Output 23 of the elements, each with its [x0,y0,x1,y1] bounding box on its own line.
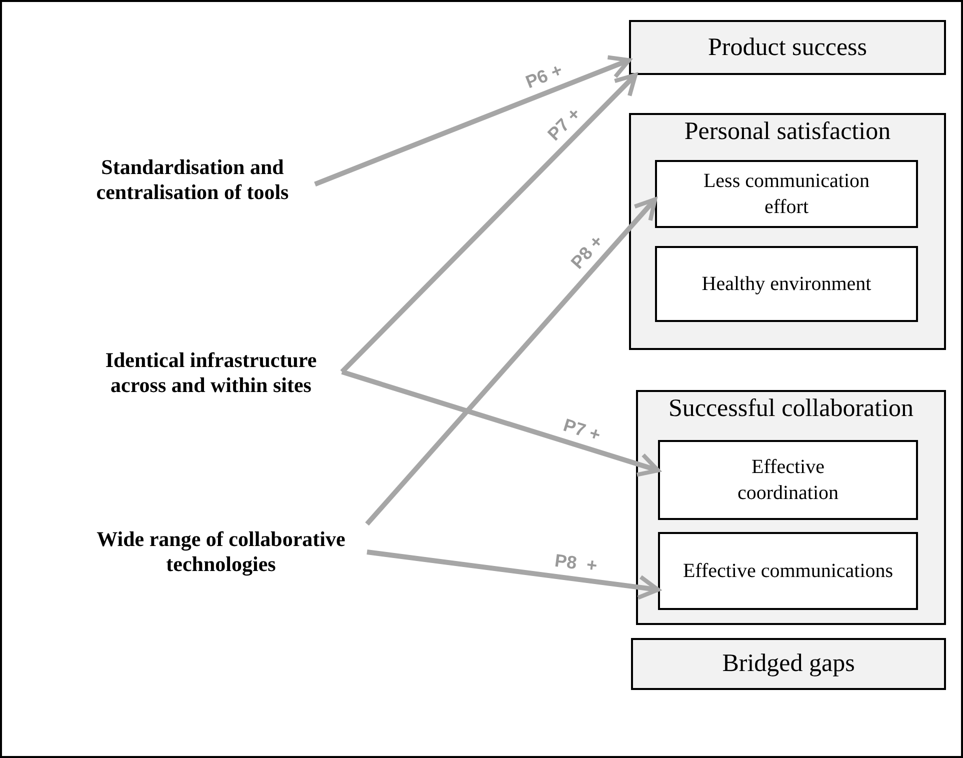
group-heading: Personal satisfaction [683,117,892,147]
sub-outcome-box: Healthy environment [655,246,918,322]
arrow [314,55,632,186]
sub-outcome-box: Effective communications [658,532,918,610]
edge-label: P7 + [544,104,585,145]
outcome-box: Bridged gaps [631,638,946,690]
outcome-box: Product success [629,20,946,75]
factor-text: Wide range of collaborative technologies [75,524,367,580]
factor-text: Identical infrastructure across and within sites [80,346,342,400]
sub-outcome-box: Effective coordination [658,440,918,520]
outcome-group-box [629,113,946,350]
group-heading: Successful collaboration [667,394,915,424]
edge-label: P6 + [522,60,566,93]
factor-text: Standardisation and centralisation of tools [70,154,315,206]
arrow [365,197,658,526]
arrow [366,550,660,600]
sub-outcome-box: Less communication effort [655,160,918,228]
arrow [340,72,638,374]
edge-label: P7 + [560,414,602,445]
outcome-group-box [636,390,946,625]
arrow [341,370,660,477]
edge-label: P8 + [566,232,607,274]
edge-label: P8 + [553,550,598,576]
